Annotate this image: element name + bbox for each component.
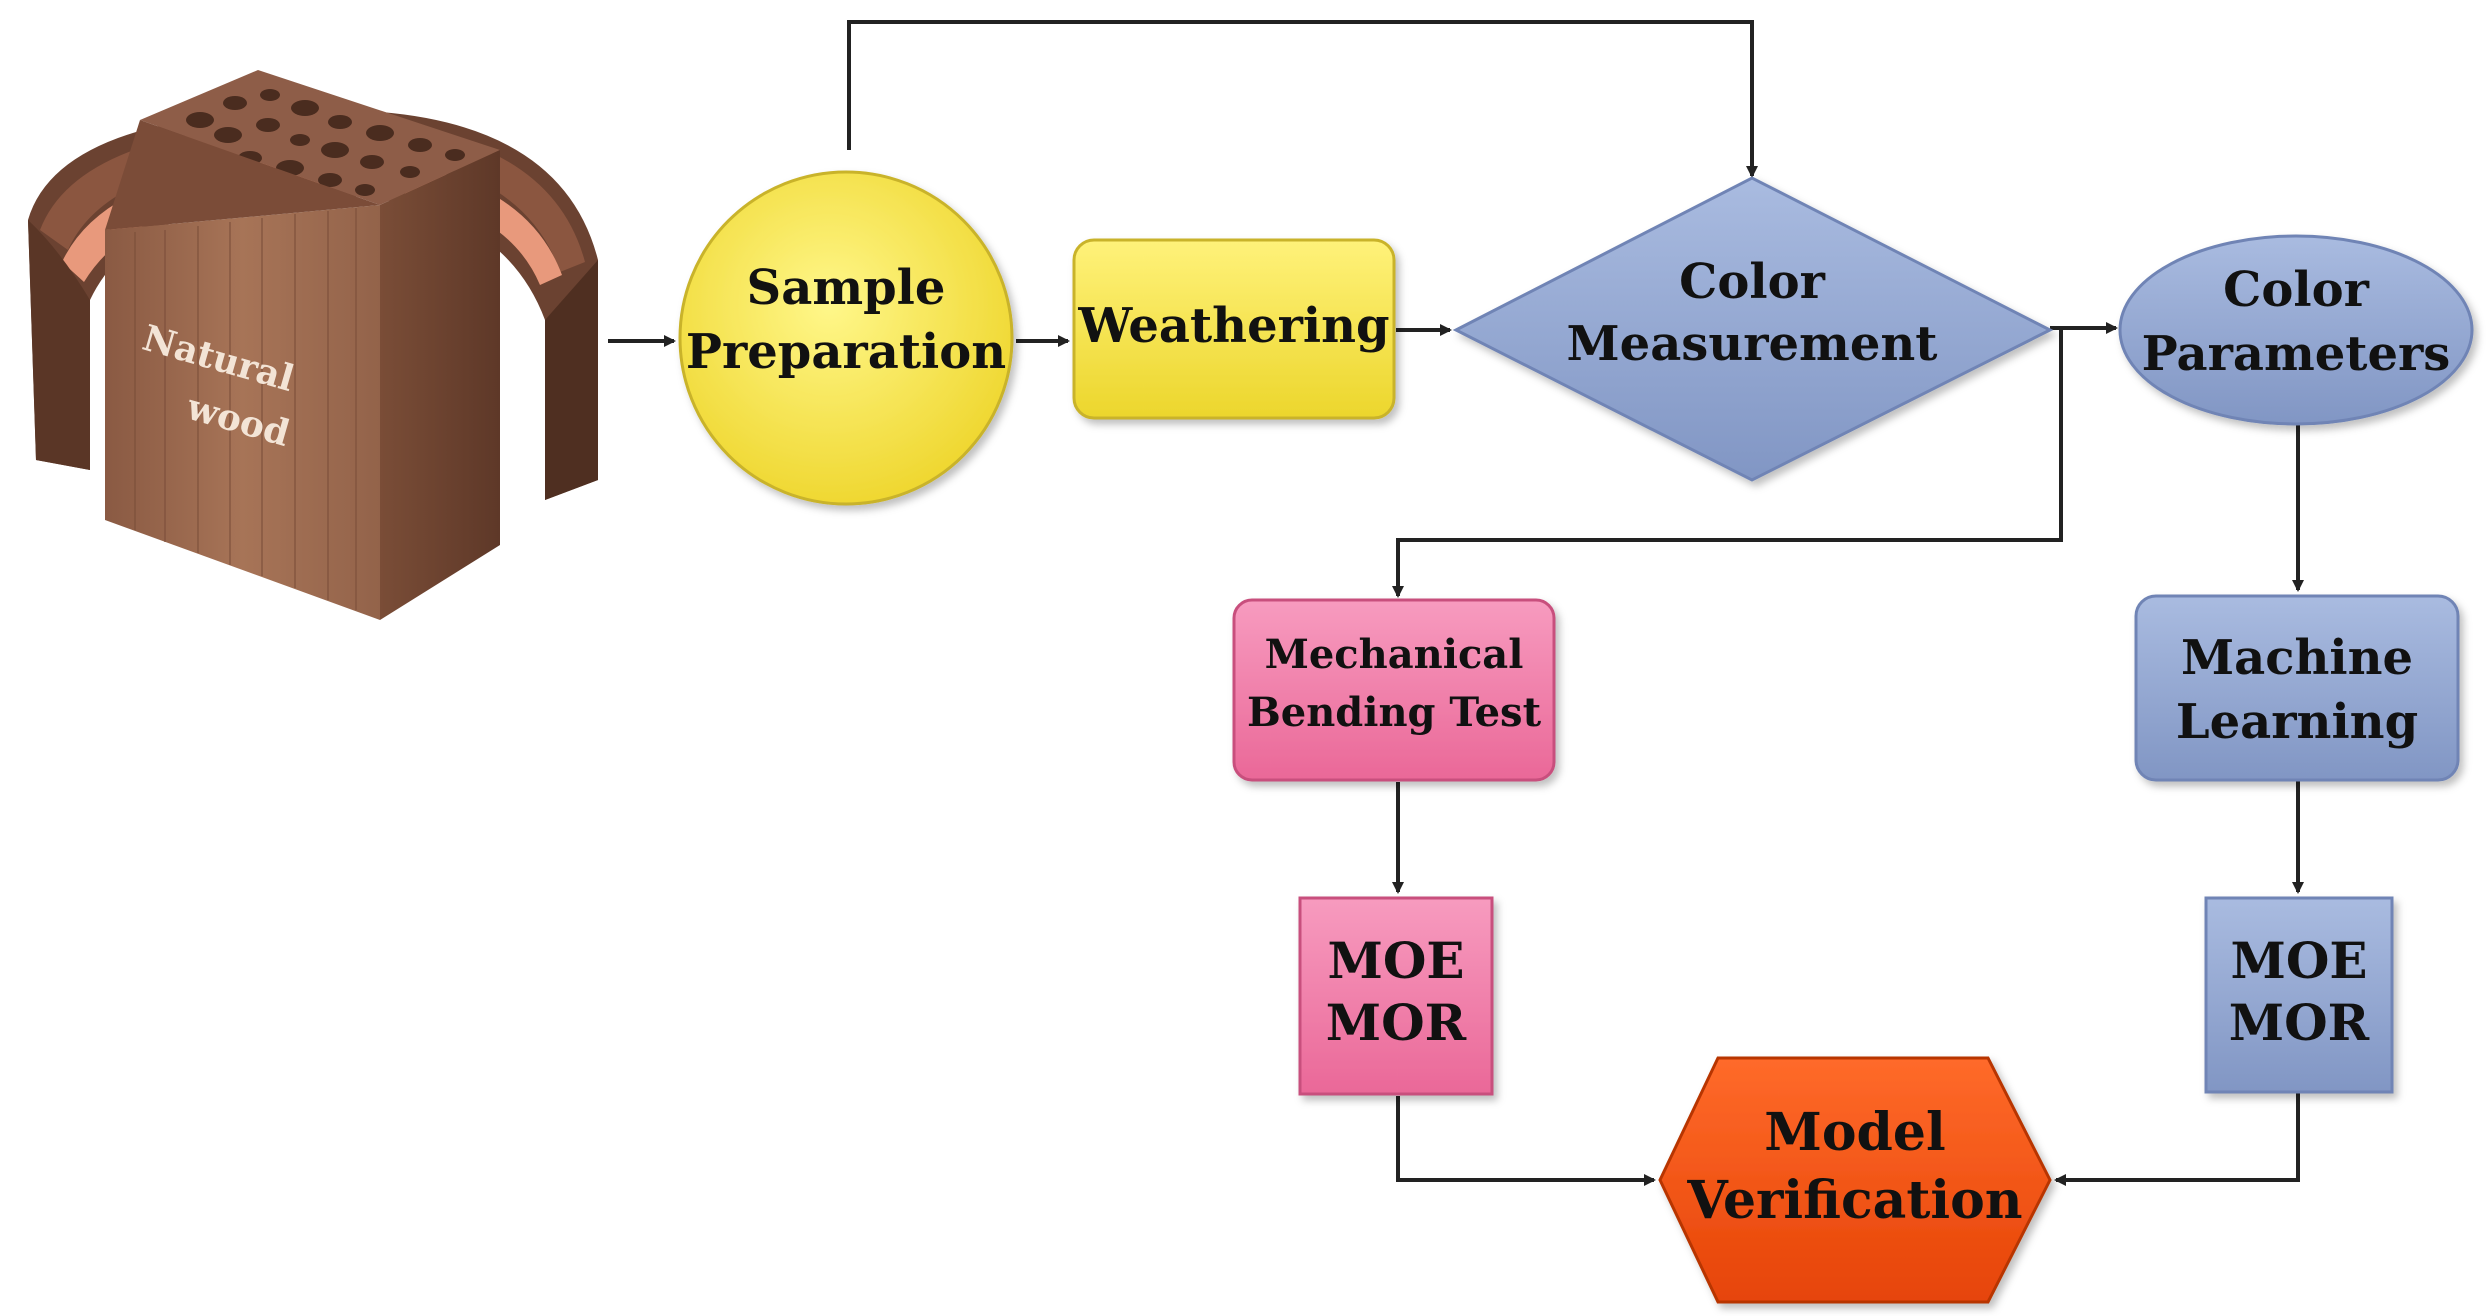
weathering-label: Weathering xyxy=(1077,298,1389,354)
arrow-moe-mor-left-to-model-verification xyxy=(1396,1096,1656,1186)
arrow-moe-mor-right-to-model-verification xyxy=(2054,1092,2300,1186)
node-weathering xyxy=(1072,238,1396,420)
moe-mor-right-label-line1: MOE xyxy=(2230,931,2367,990)
machine-learning-label-line2: Learning xyxy=(2176,694,2418,750)
model-verification-label-line2: Verification xyxy=(1686,1170,2022,1231)
arrow-sample-preparation-to-color-measurement xyxy=(847,20,1758,178)
node-machine-learning xyxy=(2134,594,2460,782)
moe-mor-right-label-line2: MOR xyxy=(2229,993,2370,1052)
wood-cube-top-edge xyxy=(105,120,380,230)
color-parameters-label-line2: Parameters xyxy=(2142,326,2451,382)
node-moe-mor-right xyxy=(2204,896,2394,1094)
log-ring-left-face xyxy=(28,220,90,470)
node-moe-mor-left xyxy=(1298,896,1494,1096)
log-ring-right-face xyxy=(545,260,598,500)
node-color-parameters xyxy=(2118,234,2474,426)
color-parameters-label-line1: Color xyxy=(2223,262,2369,318)
arrow-color-measurement-to-mechanical-bending-test xyxy=(1392,328,2063,598)
node-sample-preparation xyxy=(678,170,1014,506)
mechanical-bending-test-label-line2: Bending Test xyxy=(1247,689,1542,736)
moe-mor-left-label-line2: MOR xyxy=(1326,993,1467,1052)
wood-pores xyxy=(180,89,465,196)
natural-wood-illustration: Natural wood xyxy=(28,70,598,620)
machine-learning-label-line1: Machine xyxy=(2181,630,2413,686)
wood-grain xyxy=(134,208,357,610)
moe-mor-left-label-line1: MOE xyxy=(1327,931,1464,990)
sample-preparation-label-line1: Sample xyxy=(747,260,946,316)
color-measurement-label-line1: Color xyxy=(1679,254,1825,310)
mechanical-bending-test-label-line1: Mechanical xyxy=(1265,631,1524,678)
wood-cube-side xyxy=(380,150,500,620)
wood-cube-front xyxy=(105,205,380,620)
node-model-verification xyxy=(1658,1056,2052,1304)
sample-preparation-label-line2: Preparation xyxy=(686,324,1006,380)
node-color-measurement xyxy=(1452,176,2054,482)
color-measurement-label-line2: Measurement xyxy=(1567,316,1938,372)
node-mechanical-bending-test xyxy=(1232,598,1556,782)
model-verification-label-line1: Model xyxy=(1764,1102,1945,1163)
connectors xyxy=(608,20,2304,1186)
